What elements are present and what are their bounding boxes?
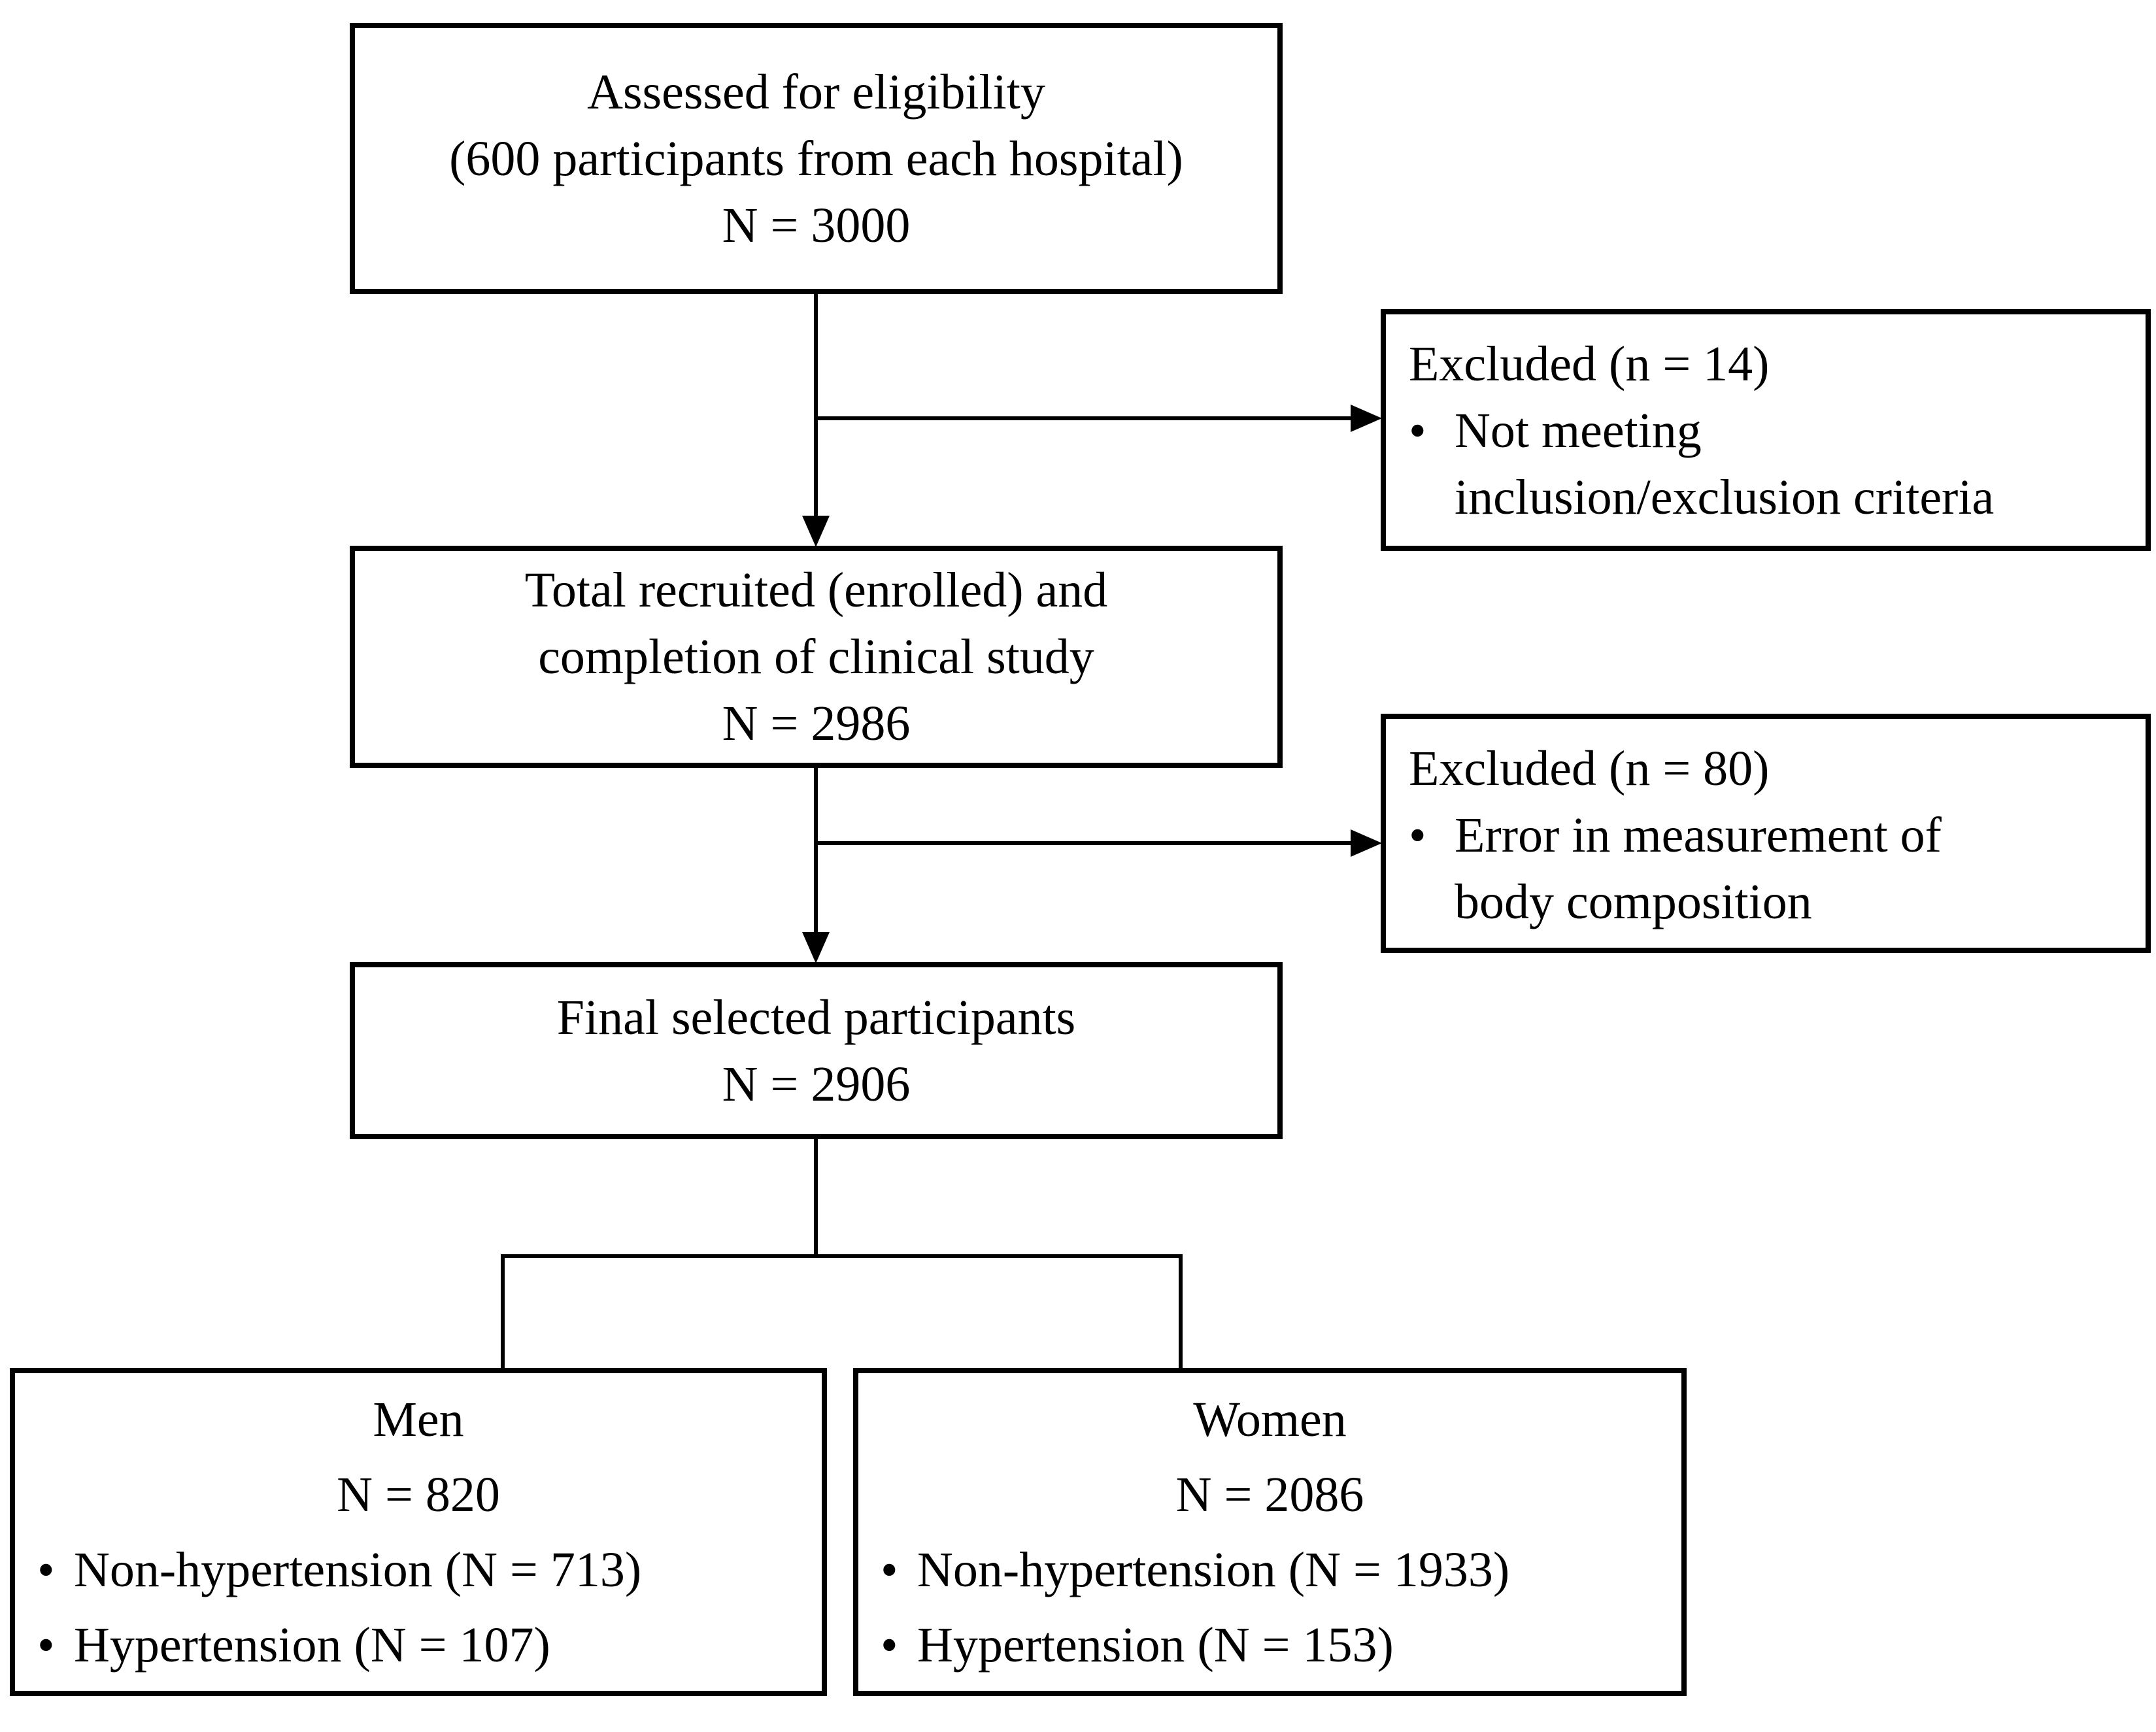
- men-bullets: • Non-hypertension (N = 713) • Hypertens…: [15, 1533, 822, 1683]
- bullet-icon: •: [37, 1542, 55, 1597]
- assessed-line-1: Assessed for eligibility: [587, 64, 1045, 120]
- box-final-selected: Final selected participants N = 2906: [350, 962, 1283, 1139]
- box-men: Men N = 820 • Non-hypertension (N = 713)…: [10, 1368, 827, 1696]
- men-title: Men: [373, 1392, 464, 1447]
- box-excluded-criteria: Excluded (n = 14) • Not meeting inclusio…: [1381, 309, 2151, 551]
- arrow-right-icon: [1351, 405, 1382, 432]
- excluded-criteria-title: Excluded (n = 14): [1409, 337, 1770, 391]
- men-non-hypertension-text: Non-hypertension (N = 713): [74, 1542, 642, 1597]
- final-count: N = 2906: [722, 1056, 911, 1112]
- men-count: N = 820: [337, 1467, 500, 1522]
- connector-split-to-women: [1179, 1254, 1183, 1373]
- final-line-1: Final selected participants: [556, 990, 1076, 1045]
- recruited-line-2: completion of clinical study: [538, 629, 1094, 684]
- bullet-icon: •: [1409, 808, 1426, 863]
- men-hypertension-text: Hypertension (N = 107): [74, 1618, 550, 1673]
- connector-assessed-to-recruited: [814, 294, 818, 520]
- bullet-text-line: inclusion/exclusion criteria: [1455, 470, 1995, 525]
- bullet-icon: •: [37, 1618, 55, 1673]
- box-women: Women N = 2086 • Non-hypertension (N = 1…: [853, 1368, 1687, 1696]
- arrow-down-icon: [802, 516, 830, 547]
- women-bullet-hypertension: • Hypertension (N = 153): [871, 1608, 1681, 1683]
- excluded-criteria-bullet-text: Not meeting inclusion/exclusion criteria: [1455, 397, 1994, 531]
- bullet-text-line: Error in measurement of: [1455, 808, 1942, 863]
- men-bullet-non-hypertension: • Non-hypertension (N = 713): [28, 1533, 822, 1608]
- excluded-measurement-bullet: • Error in measurement of body compositi…: [1409, 802, 2132, 935]
- assessed-line-2: (600 participants from each hospital): [449, 131, 1183, 186]
- excluded-criteria-bullet: • Not meeting inclusion/exclusion criter…: [1409, 397, 2132, 531]
- women-bullet-non-hypertension: • Non-hypertension (N = 1933): [871, 1533, 1681, 1608]
- bullet-text-line: Not meeting: [1455, 403, 1702, 458]
- box-total-recruited: Total recruited (enrolled) and completio…: [350, 546, 1283, 768]
- bullet-text-line: body composition: [1455, 874, 1812, 929]
- connector-split-to-men: [501, 1254, 505, 1373]
- bullet-icon: •: [881, 1618, 898, 1673]
- recruited-count: N = 2986: [722, 696, 911, 751]
- connector-to-excluded-measurement: [814, 841, 1353, 845]
- connector-recruited-to-final: [814, 768, 818, 936]
- excluded-measurement-title: Excluded (n = 80): [1409, 741, 1770, 796]
- women-non-hypertension-text: Non-hypertension (N = 1933): [917, 1542, 1510, 1597]
- women-title: Women: [1193, 1392, 1347, 1447]
- women-bullets: • Non-hypertension (N = 1933) • Hyperten…: [858, 1533, 1681, 1683]
- excluded-measurement-bullet-text: Error in measurement of body composition: [1455, 802, 1942, 935]
- women-hypertension-text: Hypertension (N = 153): [917, 1618, 1394, 1673]
- connector-to-excluded-criteria: [814, 416, 1353, 420]
- assessed-count: N = 3000: [722, 197, 911, 253]
- women-count: N = 2086: [1175, 1467, 1364, 1522]
- box-assessed-eligibility: Assessed for eligibility (600 participan…: [350, 23, 1283, 294]
- box-excluded-measurement: Excluded (n = 80) • Error in measurement…: [1381, 714, 2151, 953]
- recruited-line-1: Total recruited (enrolled) and: [524, 563, 1108, 618]
- connector-split-horizontal: [501, 1254, 1183, 1258]
- connector-final-stem: [814, 1139, 818, 1258]
- arrow-down-icon: [802, 932, 830, 963]
- bullet-icon: •: [1409, 403, 1426, 458]
- arrow-right-icon: [1351, 829, 1382, 857]
- men-bullet-hypertension: • Hypertension (N = 107): [28, 1608, 822, 1683]
- bullet-icon: •: [881, 1542, 898, 1597]
